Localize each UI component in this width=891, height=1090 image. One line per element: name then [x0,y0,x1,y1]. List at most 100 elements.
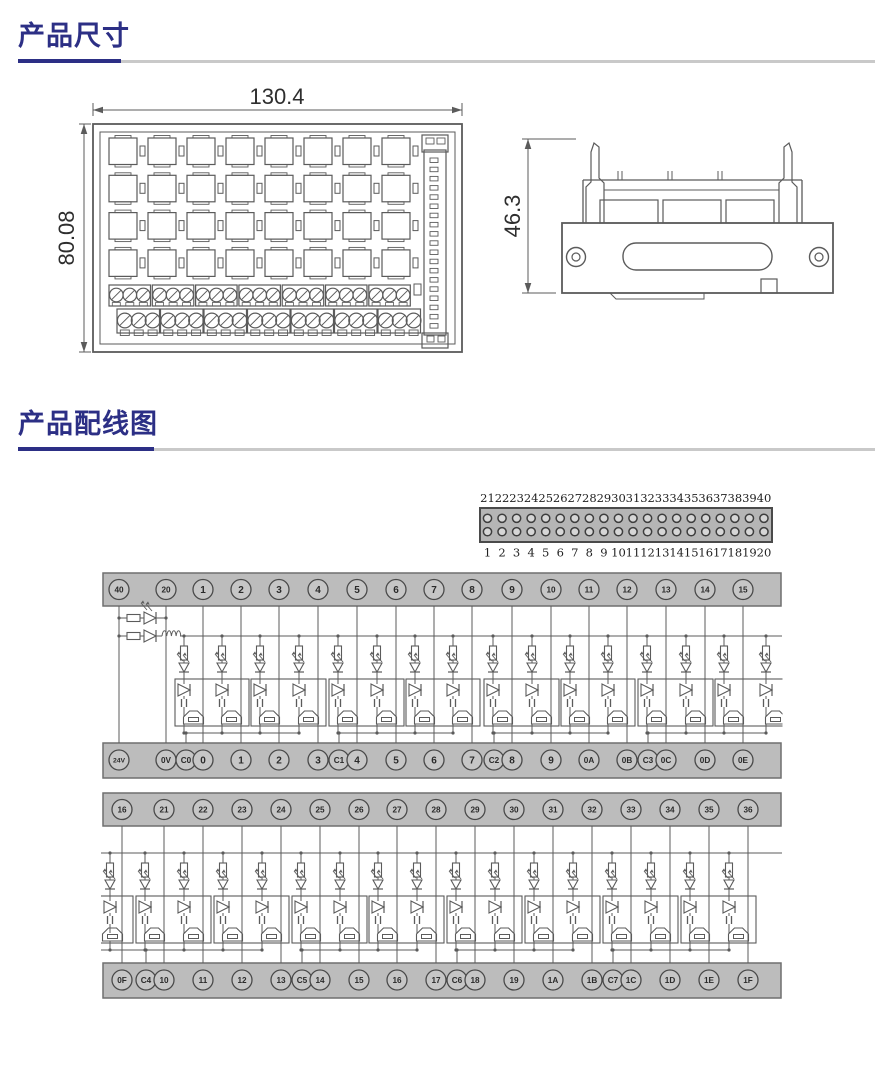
terminal-0B: 0B [622,756,633,765]
pin-number-top: 27 [567,491,582,505]
terminal-C2: C2 [489,756,500,765]
pin-number-bottom: 6 [557,546,564,560]
terminal-32: 32 [587,805,597,814]
pin-number-top: 23 [509,491,524,505]
terminal-C7: C7 [608,976,619,985]
terminal-4: 4 [315,585,321,596]
terminal-3: 3 [276,585,282,596]
terminal-1: 1 [200,585,206,596]
terminal-20: 20 [161,585,171,594]
terminal-7: 7 [431,585,437,596]
pin-number-bottom: 8 [586,546,593,560]
terminal-C1: C1 [334,756,345,765]
terminal-C3: C3 [643,756,654,765]
terminal-27: 27 [392,805,402,814]
terminal-C4: C4 [141,976,152,985]
terminal-2: 2 [276,756,282,767]
pin-number-top: 39 [742,491,757,505]
terminal-C5: C5 [297,976,308,985]
pin-number-bottom: 11 [626,546,641,560]
pin-number-top: 25 [538,491,553,505]
terminal-10: 10 [159,976,169,985]
terminal-1A: 1A [548,976,559,985]
terminal-29: 29 [470,805,480,814]
pin-number-bottom: 2 [498,546,505,560]
terminal-6: 6 [431,756,437,767]
terminal-0: 0 [200,756,206,767]
pin-number-bottom: 18 [728,546,743,560]
terminal-1B: 1B [587,976,598,985]
pin-number-top: 30 [611,491,626,505]
terminal-0D: 0D [700,756,711,765]
pin-number-top: 22 [495,491,510,505]
terminal-1E: 1E [704,976,715,985]
title-underline-accent-2 [18,447,154,451]
terminal-14: 14 [315,976,325,985]
pin-number-top: 35 [684,491,699,505]
pin-number-top: 33 [655,491,670,505]
terminal-11: 11 [585,585,594,594]
terminal-13: 13 [661,585,671,594]
terminal-35: 35 [704,805,714,814]
terminal-15: 15 [354,976,364,985]
pin-number-bottom: 14 [669,546,684,560]
pin-number-bottom: 20 [757,546,772,560]
terminal-1C: 1C [626,976,637,985]
terminal-13: 13 [276,976,286,985]
terminal-8: 8 [469,585,475,596]
terminal-14: 14 [700,585,710,594]
pin-number-top: 24 [524,491,539,505]
terminal-9: 9 [509,585,515,596]
terminal-16: 16 [117,805,127,814]
pin-number-bottom: 10 [611,546,626,560]
terminal-2: 2 [238,585,244,596]
terminal-18: 18 [470,976,480,985]
front-view-drawing [79,103,463,353]
side-view-drawing [522,138,834,300]
terminal-0C: 0C [661,756,672,765]
pin-number-bottom: 4 [527,546,534,560]
terminal-0E: 0E [738,756,749,765]
pin-number-bottom: 17 [713,546,728,560]
terminal-12: 12 [237,976,247,985]
section-title-dimensions: 产品尺寸 [18,21,130,51]
pin-number-bottom: 15 [684,546,699,560]
dim-width-label: 130.4 [249,84,304,109]
terminal-5: 5 [354,585,360,596]
connector-pinout: 2112222332442552662772882993010311132123… [479,491,773,560]
dim-height-label: 80.08 [54,210,79,265]
pin-number-top: 36 [698,491,713,505]
pin-number-bottom: 9 [600,546,607,560]
pin-number-top: 37 [713,491,728,505]
terminal-24: 24 [276,805,286,814]
terminal-40: 40 [114,585,124,594]
terminal-23: 23 [237,805,247,814]
terminal-0F: 0F [117,976,127,985]
title-underline-gray-2 [154,448,875,451]
terminal-5: 5 [393,756,399,767]
terminal-16: 16 [392,976,402,985]
pin-number-bottom: 3 [513,546,520,560]
terminal-12: 12 [622,585,632,594]
terminal-0A: 0A [584,756,595,765]
terminal-15: 15 [738,585,748,594]
title-underline-accent [18,59,121,63]
terminal-34: 34 [665,805,675,814]
pin-number-bottom: 16 [698,546,713,560]
pin-number-top: 26 [553,491,568,505]
terminal-31: 31 [548,805,558,814]
pin-number-bottom: 13 [655,546,670,560]
terminal-1F: 1F [743,976,753,985]
terminal-25: 25 [315,805,325,814]
terminal-19: 19 [509,976,519,985]
terminal-6: 6 [393,585,399,596]
dim-side-height-label: 46.3 [500,195,525,238]
terminal-1: 1 [238,756,244,767]
terminal-C0: C0 [181,756,192,765]
pin-number-top: 29 [597,491,612,505]
terminal-9: 9 [548,756,554,767]
terminal-33: 33 [626,805,636,814]
pin-number-bottom: 5 [542,546,549,560]
